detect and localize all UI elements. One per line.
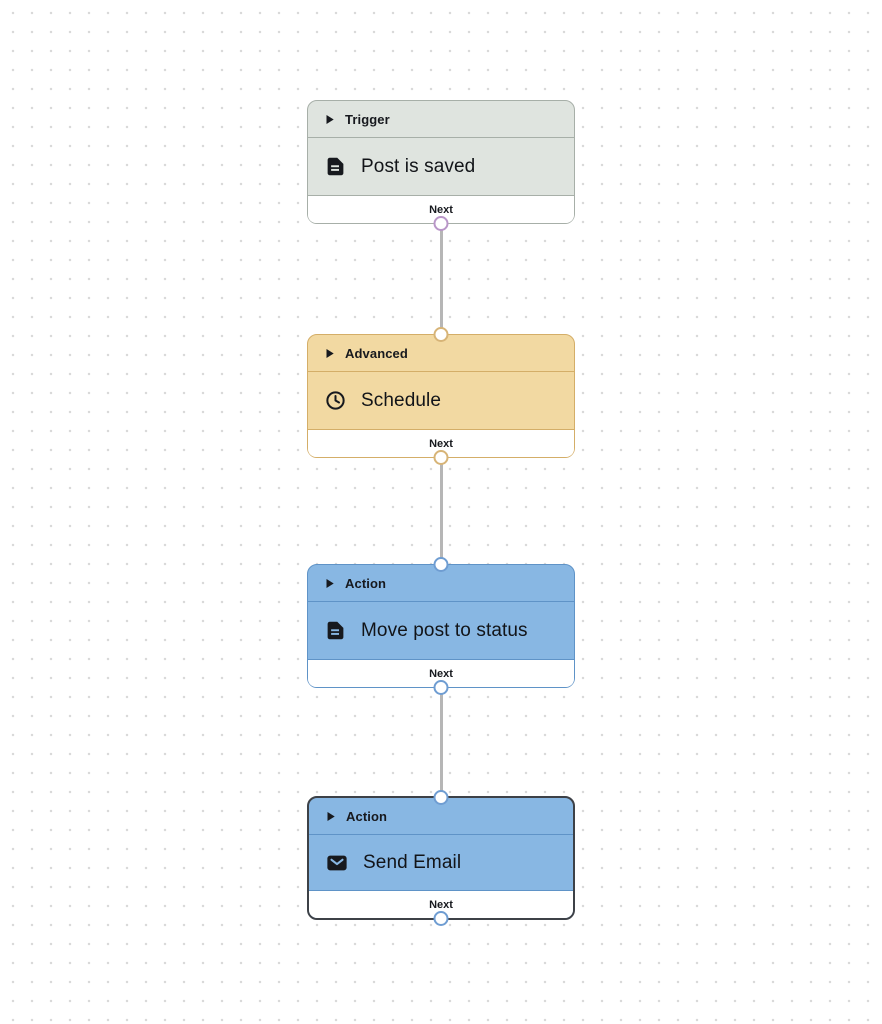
node-title-label: Post is saved: [361, 155, 476, 177]
connector-edge: [439, 224, 443, 336]
next-port-label: Next: [429, 203, 453, 216]
disclosure-triangle-icon: [325, 114, 335, 125]
node-category-label: Advanced: [345, 345, 408, 361]
node-category-label: Action: [345, 575, 387, 591]
document-icon: [325, 156, 346, 177]
output-port[interactable]: [433, 450, 449, 465]
node-body[interactable]: Post is saved: [308, 138, 574, 195]
disclosure-triangle-icon: [325, 348, 335, 359]
disclosure-triangle-icon: [325, 578, 335, 589]
node-category-label: Trigger: [345, 111, 390, 127]
workflow-node-trigger[interactable]: Trigger Post is saved Next: [307, 100, 575, 231]
node-header[interactable]: Trigger: [308, 101, 574, 138]
mail-icon: [326, 852, 348, 874]
workflow-node-advanced[interactable]: Advanced Schedule Next: [307, 327, 575, 465]
next-port-label: Next: [429, 667, 453, 680]
node-header[interactable]: Action: [309, 798, 573, 835]
node-body[interactable]: Send Email: [309, 835, 573, 890]
node-header[interactable]: Advanced: [308, 335, 574, 372]
node-title-label: Schedule: [361, 389, 442, 411]
node-title-label: Move post to status: [361, 619, 528, 641]
output-port[interactable]: [433, 911, 449, 926]
output-port[interactable]: [433, 216, 449, 231]
workflow-node-action[interactable]: Action Move post to status Next: [307, 557, 575, 695]
node-body[interactable]: Move post to status: [308, 602, 574, 659]
workflow-node-action[interactable]: Action Send Email Next: [307, 790, 575, 926]
node-header[interactable]: Action: [308, 565, 574, 602]
node-title-label: Send Email: [363, 851, 462, 873]
next-port-label: Next: [429, 437, 453, 450]
node-category-label: Action: [346, 808, 388, 824]
output-port[interactable]: [433, 680, 449, 695]
disclosure-triangle-icon: [326, 811, 336, 822]
connector-edge: [439, 686, 443, 798]
next-port-label: Next: [429, 898, 453, 911]
input-port[interactable]: [433, 790, 449, 805]
document-icon: [325, 620, 346, 641]
clock-icon: [325, 390, 346, 411]
input-port[interactable]: [433, 557, 449, 572]
input-port[interactable]: [433, 327, 449, 342]
node-footer: Next: [308, 659, 574, 687]
connector-edge: [439, 456, 443, 566]
node-body[interactable]: Schedule: [308, 372, 574, 429]
